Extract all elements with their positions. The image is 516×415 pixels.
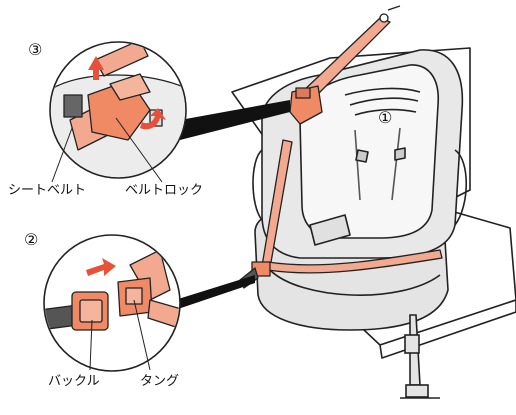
label-belt-lock: ベルトロック — [125, 184, 203, 197]
label-buckle: バックル — [48, 375, 100, 388]
detail-circle-buckle — [40, 235, 185, 371]
label-seat-belt: シートベルト — [8, 184, 86, 197]
step-1-marker: ① — [378, 110, 392, 126]
label-tongue: タング — [140, 375, 179, 388]
step-2-marker: ② — [24, 232, 38, 248]
detail-circle-belt-lock — [50, 40, 190, 180]
child-seat — [253, 50, 466, 330]
step-3-marker: ③ — [28, 42, 42, 58]
